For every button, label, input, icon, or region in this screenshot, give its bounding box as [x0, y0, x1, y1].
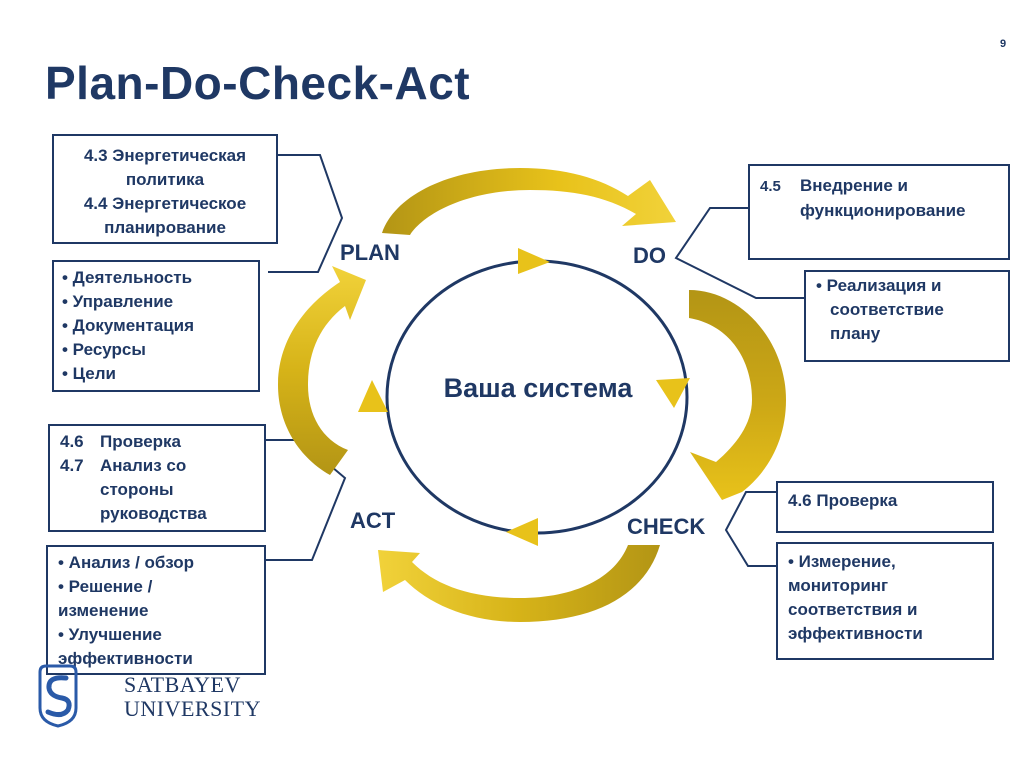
university-logo: SATBAYEV UNIVERSITY — [34, 664, 261, 733]
do-bullet-cont: соответствие — [830, 300, 944, 319]
plan-top-line: политика — [125, 170, 205, 189]
check-bullet: соответствия и — [788, 600, 918, 619]
do-title-line: функционирование — [800, 201, 966, 220]
plan-bullet: • Цели — [62, 364, 117, 383]
do-title-line: Внедрение и — [800, 176, 908, 195]
arrow-act-to-plan — [278, 266, 366, 475]
plan-bullet: • Деятельность — [62, 268, 193, 287]
arrow-plan-to-do — [382, 168, 676, 235]
logo-line2: UNIVERSITY — [124, 696, 261, 721]
do-connector — [674, 207, 806, 299]
check-review-box: 4.6 Проверка — [776, 481, 994, 533]
check-bullet: • Измерение, — [788, 552, 896, 571]
plan-top-line: 4.4 Энергетическое — [83, 194, 247, 213]
act-line: Проверка — [100, 432, 182, 451]
plan-bullets-box: • Деятельность • Управление • Документац… — [52, 260, 260, 392]
circle-arrow-bottom — [506, 518, 538, 546]
arrow-do-to-check — [689, 290, 786, 500]
check-title: 4.6 Проверка — [788, 491, 898, 510]
logo-emblem-icon — [38, 664, 78, 728]
arrow-check-to-act — [378, 545, 660, 622]
act-bullet: эффективности — [58, 649, 193, 668]
plan-top-line: планирование — [104, 218, 226, 237]
do-bullets-box: • Реализация и соответствие плану — [804, 270, 1010, 362]
stage-check: CHECK — [627, 514, 706, 539]
page-title: Plan-Do-Check-Act — [45, 57, 471, 109]
system-label: Ваша система — [443, 373, 633, 403]
plan-policy-box: 4.3 Энергетическая политика 4.4 Энергети… — [52, 134, 278, 244]
do-bullet: • Реализация и — [816, 276, 942, 295]
stage-plan: PLAN — [340, 240, 400, 265]
circle-arrow-right — [656, 378, 690, 408]
act-connector — [265, 439, 347, 561]
circle-arrow-top — [518, 248, 550, 274]
stage-act: ACT — [350, 508, 396, 533]
act-number: 4.6 — [60, 432, 84, 451]
act-bullet: изменение — [58, 601, 149, 620]
plan-bullet: • Ресурсы — [62, 340, 146, 359]
do-bullet-cont: плану — [830, 324, 881, 343]
do-number: 4.5 — [760, 178, 781, 195]
page-number: 9 — [1000, 38, 1007, 50]
act-line: Анализ со — [100, 456, 187, 475]
check-bullet: мониторинг — [788, 576, 889, 595]
act-number: 4.7 — [60, 456, 84, 475]
logo-line1: SATBAYEV — [124, 672, 241, 697]
act-review-box: 4.6 Проверка 4.7 Анализ со стороны руковод… — [48, 424, 266, 532]
act-bullet: • Анализ / обзор — [58, 553, 194, 572]
do-implementation-box: 4.5 Внедрение и функционирование — [748, 164, 1010, 260]
check-bullets-box: • Измерение, мониторинг соответствия и э… — [776, 542, 994, 660]
check-bullet: эффективности — [788, 624, 923, 643]
act-bullet: • Улучшение — [58, 625, 162, 644]
act-line: руководства — [100, 504, 207, 523]
plan-bullet: • Управление — [62, 292, 174, 311]
check-connector — [724, 491, 776, 567]
plan-top-line: 4.3 Энергетическая — [83, 146, 247, 165]
act-line: стороны — [100, 480, 174, 499]
connector-lines — [265, 154, 806, 567]
act-bullet: • Решение / — [58, 577, 153, 596]
circle-arrow-left — [358, 380, 388, 412]
plan-bullet: • Документация — [62, 316, 195, 335]
plan-connector — [268, 154, 344, 273]
stage-do: DO — [633, 243, 666, 268]
act-bullets-box: • Анализ / обзор • Решение / изменение •… — [46, 545, 266, 675]
